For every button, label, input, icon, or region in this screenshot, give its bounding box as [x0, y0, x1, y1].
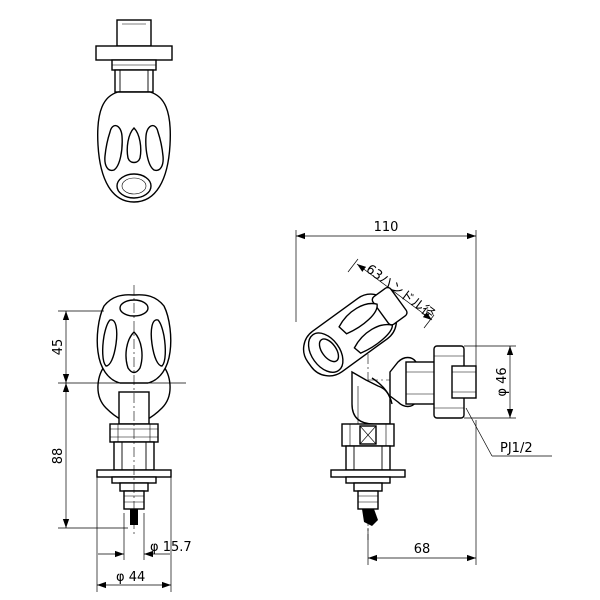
- side-thread-pj12: [451, 365, 477, 399]
- front-spout-tip: [130, 509, 138, 525]
- dim-label-phi-46: φ 46: [495, 367, 510, 396]
- leader-pj12: [465, 407, 493, 457]
- side-spout-tip: [362, 509, 378, 526]
- dim-label-88: 88: [51, 448, 66, 465]
- side-shank: [345, 445, 391, 471]
- side-elbow: [351, 370, 391, 425]
- side-handle-end-slot: [318, 338, 340, 363]
- dim-label-phi-44: φ 44: [116, 570, 145, 585]
- front-handle-slot-right: [150, 319, 167, 367]
- side-base-washer: [345, 476, 391, 484]
- top-handle-slot-right: [145, 125, 164, 172]
- front-view-dimensions: 45 88 φ 15.7 φ 44: [51, 310, 192, 592]
- side-view: [302, 286, 477, 540]
- side-outlet-body: [405, 361, 437, 405]
- side-base-plate: [330, 469, 406, 478]
- dim-label-68: 68: [414, 542, 431, 557]
- dim-line-handle-dia: [356, 263, 433, 321]
- top-handle-slot-center: [126, 127, 142, 164]
- side-spout-pipe: [357, 490, 379, 510]
- dim-label-45: 45: [51, 339, 66, 356]
- top-view: [95, 19, 173, 203]
- front-handle-slot-left: [101, 319, 118, 367]
- dim-label-pj12: PJ1/2: [500, 441, 533, 456]
- front-view: [96, 285, 172, 535]
- top-handle-slot-left: [104, 125, 123, 172]
- top-flange: [95, 45, 173, 61]
- side-locknut: [353, 482, 383, 492]
- side-handle-slot-bottom: [353, 323, 394, 354]
- dim-label-110: 110: [374, 220, 399, 235]
- top-body: [114, 69, 154, 93]
